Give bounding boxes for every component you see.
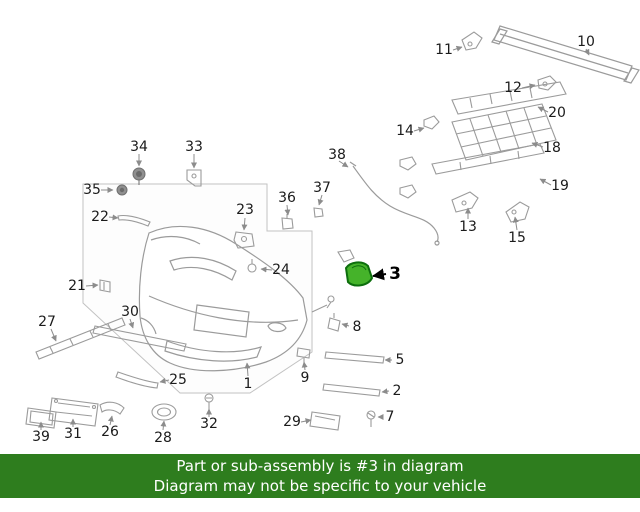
part-30-strip <box>92 325 187 352</box>
part-8-bracket <box>327 313 341 332</box>
notice-banner: Part or sub-assembly is #3 in diagram Di… <box>0 454 640 498</box>
part-22-strip <box>117 214 151 227</box>
part-35-sensor <box>116 184 128 196</box>
banner-line-2: Diagram may not be specific to your vehi… <box>153 477 487 495</box>
part-5-strip <box>324 351 385 364</box>
part-13-bracket <box>451 191 479 213</box>
part-1-bumper-cover <box>138 225 308 372</box>
part-24-clip <box>247 259 257 273</box>
part-11-bracket <box>461 31 483 51</box>
small-clip-b <box>399 184 417 199</box>
part-27-strip <box>35 317 126 360</box>
part-33-bracket <box>186 169 202 187</box>
part-3-sensor-highlight <box>344 261 374 287</box>
part-39-plate <box>25 407 57 429</box>
highlight-leader-line <box>372 268 387 281</box>
part-34-sensor <box>132 167 146 185</box>
part-19-lower-strip <box>431 143 545 175</box>
part-36-clip <box>281 214 294 230</box>
mounting-screw <box>311 295 335 313</box>
part-26-trim <box>99 401 125 415</box>
part-29-flap <box>309 411 341 431</box>
part-32-screw <box>204 393 214 411</box>
part-25-strip <box>115 371 159 389</box>
leader-lines <box>38 45 590 431</box>
small-clip-a <box>399 156 417 171</box>
part-7-screw <box>366 410 376 427</box>
part-23-bracket <box>233 231 255 249</box>
part-21-bracket <box>99 279 111 293</box>
part-15-bracket <box>505 201 530 223</box>
part-38-hose <box>349 161 440 246</box>
part-28-fog-lamp <box>151 403 177 421</box>
part-31-license-bracket <box>48 397 99 427</box>
part-20-upper-strip <box>451 81 567 115</box>
part-37-clip <box>313 207 324 218</box>
part-10-impact-bar <box>491 25 640 84</box>
part-2-strip <box>322 383 381 397</box>
sensor-bracket <box>337 249 355 263</box>
banner-line-1: Part or sub-assembly is #3 in diagram <box>176 457 464 475</box>
part-18-absorber-grid <box>451 103 557 161</box>
part-14-clip <box>423 115 440 130</box>
